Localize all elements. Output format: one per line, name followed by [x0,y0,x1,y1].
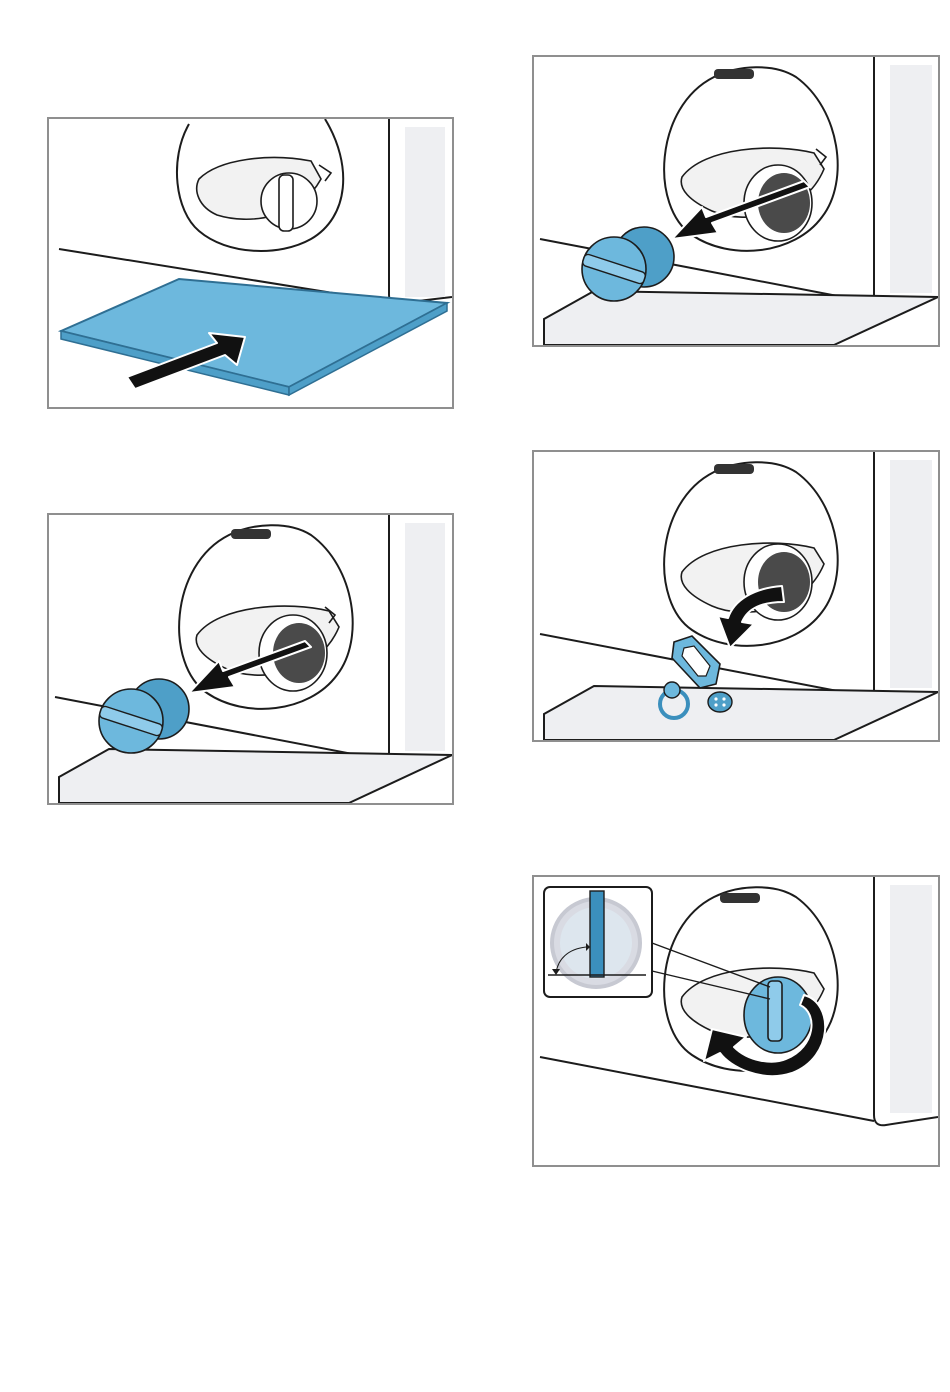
pump-cap-icon [582,227,674,301]
flap-grip-icon [714,69,754,79]
step-4-panel [532,450,940,742]
step-5-illustration [534,877,938,1165]
pump-cap-handle-icon [768,981,782,1041]
step-3-panel [47,513,454,805]
step-1-panel [47,117,454,409]
step-2-panel [532,55,940,347]
step-2-illustration [534,57,938,345]
step-1-illustration [49,119,452,407]
flap-grip-icon [720,893,760,903]
flap-grip-icon [714,464,754,474]
step-5-panel [532,875,940,1167]
pump-cap-handle-icon [279,175,293,231]
flap-grip-icon [231,529,271,539]
step-4-illustration [534,452,938,740]
pump-cap-icon [744,977,812,1053]
pump-cap-icon [99,679,189,753]
step-3-illustration [49,515,452,803]
handle-alignment-icon [590,891,604,977]
